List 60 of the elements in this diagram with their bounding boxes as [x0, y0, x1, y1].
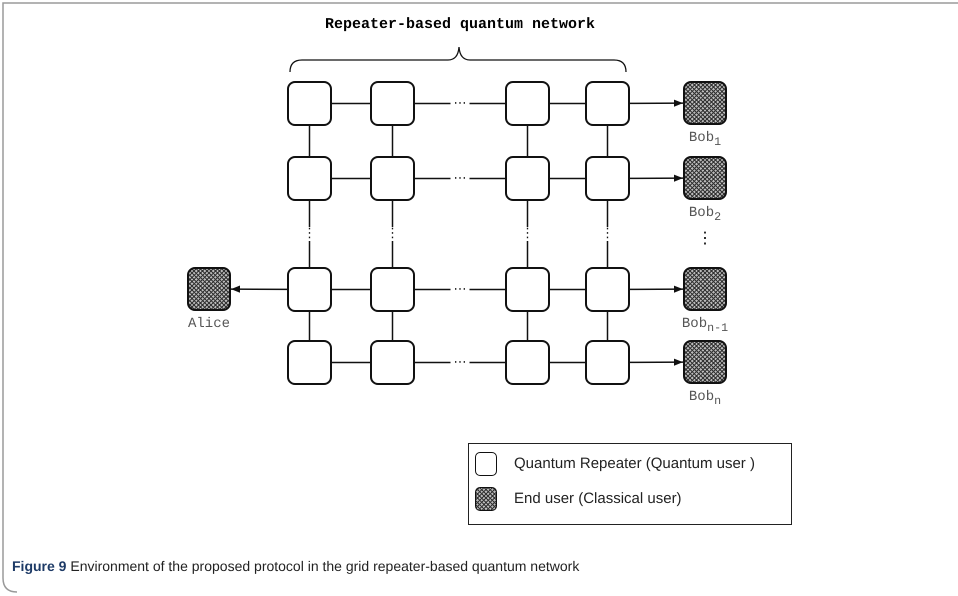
repeater-box [370, 81, 415, 126]
connector-line [606, 126, 608, 156]
connector-line [332, 102, 370, 104]
user-label: Bob$_{n}$ [688, 389, 722, 408]
repeater-box [505, 267, 550, 312]
connector-line [550, 288, 585, 290]
end-user-box [683, 340, 727, 384]
user-label: Alice [188, 316, 230, 332]
connector-line [332, 178, 370, 180]
repeater-box [287, 267, 332, 312]
connector-line [308, 312, 310, 340]
repeater-box [287, 156, 332, 201]
repeater-box [370, 340, 415, 385]
connector-line [550, 362, 585, 364]
arrow [231, 286, 287, 293]
repeater-box [505, 340, 550, 385]
repeater-box [370, 156, 415, 201]
connector-line [526, 201, 528, 267]
connector-line [415, 362, 505, 364]
repeater-box [287, 81, 332, 126]
connector-line [415, 102, 505, 104]
connector-line [526, 312, 528, 340]
legend-text: End user (Classical user) [514, 490, 682, 507]
connector-line [606, 312, 608, 340]
connector-line [332, 362, 370, 364]
arrow [630, 174, 683, 182]
connector-line [550, 102, 585, 104]
repeater-box [585, 340, 630, 385]
repeater-box [585, 81, 630, 126]
connector-line [308, 126, 310, 156]
repeater-box [585, 156, 630, 201]
connector-line [415, 288, 505, 290]
connector-line [550, 178, 585, 180]
arrow [630, 358, 683, 366]
end-user-box [683, 156, 727, 200]
connector-line [308, 201, 310, 267]
figure-caption: Figure 9 Environment of the proposed protocol in the grid repeater-based quantum network [12, 558, 580, 574]
end-user-box [683, 81, 727, 125]
repeater-box [287, 340, 332, 385]
repeater-box [370, 267, 415, 312]
end-user-box [683, 267, 727, 311]
repeater-box [585, 267, 630, 312]
network-heading: Repeater-based quantum network [324, 16, 596, 33]
user-label: Bob$_{1}$ [688, 130, 722, 149]
connector-line [392, 312, 394, 340]
repeater-box [505, 81, 550, 126]
connector-line [415, 178, 505, 180]
user-label: Bob$_{2}$ [688, 205, 722, 224]
connector-line [606, 201, 608, 267]
repeater-box [505, 156, 550, 201]
connector-line [392, 201, 394, 267]
end-user-box [187, 267, 231, 311]
connector-line [526, 126, 528, 156]
connector-line [392, 126, 394, 156]
connector-line [332, 288, 370, 290]
arrow [630, 286, 683, 293]
legend-text: Quantum Repeater (Quantum user ) [514, 455, 755, 472]
ellipsis-mark: ⋮ [697, 228, 713, 247]
arrow [630, 100, 683, 107]
user-label: Bob$_{n-1}$ [682, 316, 728, 335]
